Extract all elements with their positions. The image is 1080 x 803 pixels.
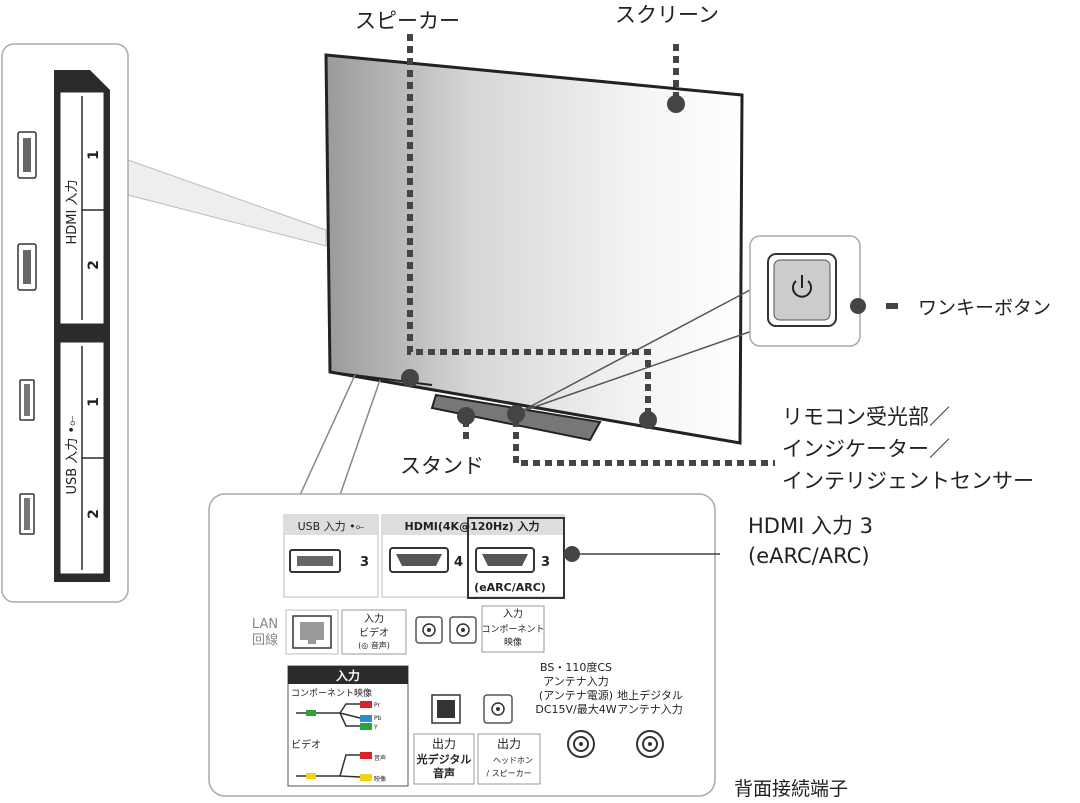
rear-hdmi-port-4: 4 bbox=[454, 555, 463, 570]
rear-component-header: 入力 bbox=[503, 607, 523, 620]
rear-connector-panel bbox=[208, 374, 720, 797]
rear-hdmi-header: HDMI(4K@120Hz) 入力 bbox=[404, 519, 539, 533]
rear-bs-3: (アンテナ電源) bbox=[539, 688, 613, 702]
rear-bs-1: BS・110度CS bbox=[540, 660, 612, 674]
hdmi-port-1-icon bbox=[17, 131, 37, 179]
pin-video: 映像 bbox=[374, 775, 386, 783]
component-cable-icon bbox=[296, 701, 372, 730]
input-box-video: ビデオ bbox=[291, 738, 321, 751]
rear-earc-label: (eARC/ARC) bbox=[474, 581, 546, 594]
optical-port-icon bbox=[431, 694, 461, 724]
rear-optical-header: 出力 bbox=[432, 737, 456, 751]
bs-antenna-jack-icon bbox=[567, 730, 595, 758]
side-hdmi-port-1: 1 bbox=[86, 150, 102, 160]
leader-lines bbox=[401, 34, 775, 466]
rear-video-in-header: 入力 bbox=[364, 612, 384, 625]
hdmi-port-3-icon bbox=[475, 547, 535, 573]
sensor-marker bbox=[507, 405, 525, 423]
rear-terr-2: アンテナ入力 bbox=[617, 703, 683, 716]
usb-port-1-icon bbox=[19, 379, 35, 421]
video-cable-icon bbox=[296, 752, 372, 781]
side-usb-port-1: 1 bbox=[86, 397, 102, 407]
rear-headphone-1: ヘッドホン bbox=[493, 756, 533, 765]
rear-bs-2: アンテナ入力 bbox=[543, 675, 609, 688]
side-usb-label: USB 入力 •⟜ bbox=[65, 415, 80, 494]
rear-terr-1: 地上デジタル bbox=[617, 688, 683, 702]
screen-marker bbox=[667, 95, 685, 113]
lan-port-icon bbox=[292, 615, 332, 649]
side-hdmi-port-2: 2 bbox=[86, 260, 102, 270]
input-box-title: 入力 bbox=[336, 668, 360, 683]
hdmi-port-4-icon bbox=[389, 547, 449, 573]
rear-lan-1: LAN bbox=[252, 617, 278, 632]
label-speaker: スピーカー bbox=[355, 9, 460, 33]
rear-video-in-2: (◎ 音声) bbox=[358, 640, 390, 650]
rear-lan-2: 回線 bbox=[252, 632, 278, 648]
terrestrial-antenna-jack-icon bbox=[636, 730, 664, 758]
rear-optical-1: 光デジタル bbox=[416, 752, 472, 766]
rear-optical-2: 音声 bbox=[433, 766, 455, 780]
label-hdmi3-1: HDMI 入力 3 bbox=[748, 514, 873, 538]
power-icon bbox=[792, 275, 812, 298]
label-sensor-3: インテリジェントセンサー bbox=[782, 469, 1034, 493]
rear-headphone-2: / スピーカー bbox=[486, 769, 531, 778]
label-sensor-1: リモコン受光部／ bbox=[782, 405, 950, 429]
pin-pr: Pr bbox=[374, 702, 381, 709]
rear-component-2: 映像 bbox=[504, 636, 522, 648]
tv-set bbox=[324, 53, 744, 445]
rear-usb-header: USB 入力 •⟜ bbox=[298, 520, 365, 533]
label-rear-connectors: 背面接続端子 bbox=[734, 778, 848, 800]
pin-audio: 音声 bbox=[374, 754, 386, 762]
rear-headphone-header: 出力 bbox=[497, 737, 521, 751]
side-hdmi-label: HDMI 入力 bbox=[65, 180, 80, 245]
rear-bs-4: DC15V/最大4W bbox=[535, 702, 616, 716]
label-sensor-2: インジケーター／ bbox=[782, 437, 950, 461]
side-usb-port-2: 2 bbox=[86, 509, 102, 519]
tv-screen bbox=[324, 53, 744, 445]
pin-y: Y bbox=[373, 724, 378, 731]
pin-pb: Pb bbox=[374, 715, 382, 722]
side-connector-panel: HDMI 入力 1 2 USB 入力 •⟜ 1 2 bbox=[1, 43, 327, 603]
input-box-component: コンポーネント映像 bbox=[291, 687, 372, 699]
rear-usb-port-3: 3 bbox=[360, 555, 369, 570]
label-stand: スタンド bbox=[400, 454, 484, 478]
hdmi-port-2-icon bbox=[17, 243, 37, 291]
speaker-marker bbox=[401, 369, 419, 387]
rear-hdmi-port-3: 3 bbox=[541, 555, 550, 570]
speaker-marker-2 bbox=[639, 411, 657, 429]
rear-video-in-1: ビデオ bbox=[359, 626, 389, 639]
label-screen: スクリーン bbox=[615, 3, 719, 27]
usb-port-2-icon bbox=[19, 493, 35, 535]
label-hdmi3-2: (eARC/ARC) bbox=[748, 544, 870, 568]
label-one-key-button: ワンキーボタン bbox=[918, 297, 1051, 319]
rear-component-1: コンポーネント bbox=[481, 624, 544, 635]
stand-marker bbox=[457, 407, 475, 425]
